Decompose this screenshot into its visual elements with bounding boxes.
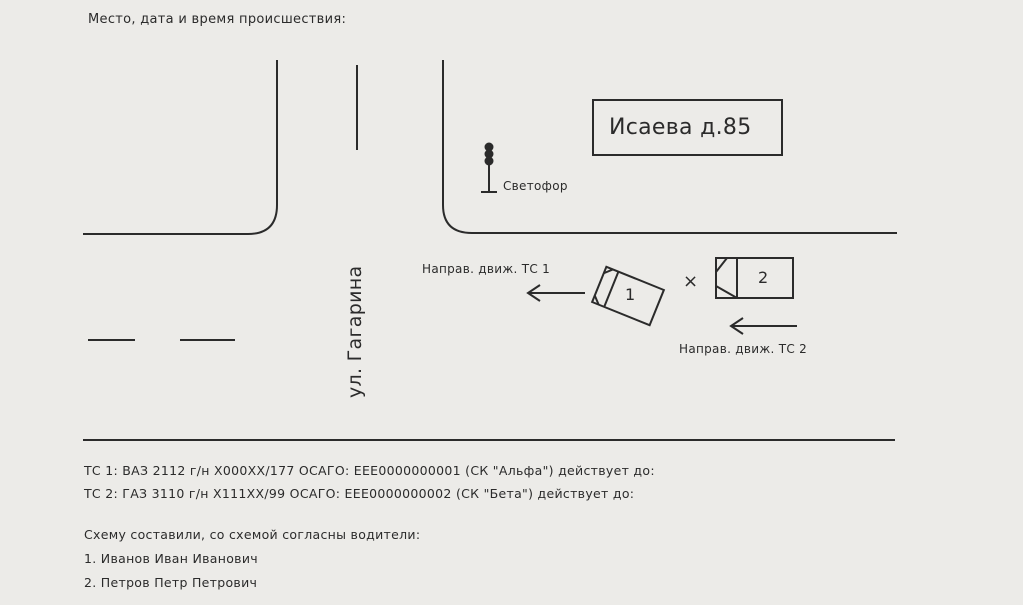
vehicle-1-number: 1 bbox=[625, 285, 636, 304]
vehicle-2-info: ТС 2: ГАЗ 3110 г/н Х111ХХ/99 ОСАГО: ЕЕЕ0… bbox=[84, 486, 635, 501]
building-label: Исаева д.85 bbox=[609, 115, 752, 140]
road-edge-right bbox=[442, 60, 897, 234]
direction-1-label: Направ. движ. ТС 1 bbox=[422, 262, 551, 276]
street-label: ул. Гагарина bbox=[344, 265, 366, 398]
direction-arrow-1 bbox=[526, 284, 585, 302]
road-edge-left bbox=[83, 60, 278, 235]
driver-1: 1. Иванов Иван Иванович bbox=[84, 551, 258, 566]
vehicle-2 bbox=[715, 257, 794, 299]
driver-2: 2. Петров Петр Петрович bbox=[84, 575, 258, 590]
traffic-light-icon bbox=[481, 142, 497, 193]
signatures-title: Схему составили, со схемой согласны води… bbox=[84, 527, 421, 542]
vehicle-1 bbox=[590, 265, 666, 327]
building-box bbox=[592, 99, 783, 156]
vehicle-2-number: 2 bbox=[758, 268, 769, 287]
impact-mark: × bbox=[683, 271, 699, 292]
traffic-light-label: Светофор bbox=[503, 179, 568, 193]
direction-arrow-2 bbox=[729, 317, 797, 335]
vehicle-1-info: ТС 1: ВАЗ 2112 г/н Х000ХХ/177 ОСАГО: ЕЕЕ… bbox=[84, 463, 655, 478]
direction-2-label: Направ. движ. ТС 2 bbox=[679, 342, 808, 356]
header-title: Место, дата и время происшествия: bbox=[88, 12, 347, 27]
